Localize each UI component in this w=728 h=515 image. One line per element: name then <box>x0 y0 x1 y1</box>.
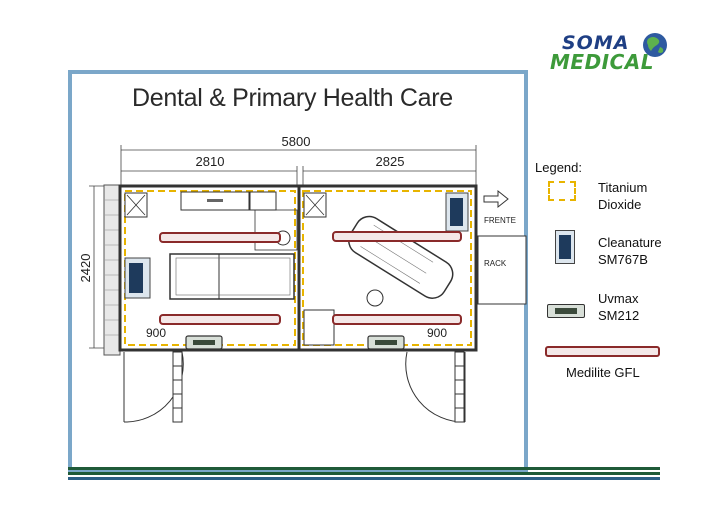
dimension-height: 2420 <box>78 254 93 283</box>
medilite-left-top <box>159 232 281 243</box>
legend-uvmax-line1: Uvmax <box>598 291 639 306</box>
globe-icon <box>643 33 667 57</box>
legend-uvmax-label: Uvmax SM212 <box>598 290 639 324</box>
door-left <box>123 351 184 423</box>
exam-couch <box>169 253 295 300</box>
dimension-total: 5800 <box>282 134 311 149</box>
legend-medilite-swatch <box>545 346 660 357</box>
legend-cleanature-line2: SM767B <box>598 252 648 267</box>
cabinet-left <box>249 191 277 211</box>
legend-titanium-line1: Titanium <box>598 180 648 195</box>
medilite-lamps <box>159 231 462 325</box>
legend-titanium-swatch <box>548 181 576 201</box>
legend-uvmax-swatch <box>547 304 585 318</box>
medilite-right-bottom <box>332 314 462 325</box>
legend-titanium-line2: Dioxide <box>598 197 642 212</box>
door-width-left: 900 <box>146 326 166 340</box>
titanium-zone-right <box>302 190 472 346</box>
cabinet-right <box>303 309 335 346</box>
legend-medilite-label: Medilite GFL <box>566 365 640 380</box>
footer-rule <box>68 467 660 480</box>
rack <box>477 235 527 305</box>
frente-label: FRENTE <box>484 216 516 225</box>
floor-plan: 5800 2810 2825 2420 <box>78 134 527 423</box>
frente-arrow <box>483 189 509 209</box>
dimension-right: 2825 <box>376 154 405 169</box>
rack-label: RACK <box>484 259 507 268</box>
medilite-right-top <box>332 231 462 242</box>
legend-uvmax-line2: SM212 <box>598 308 640 323</box>
legend-title: Legend: <box>535 160 582 175</box>
dimension-left: 2810 <box>196 154 225 169</box>
legend-cleanature-swatch <box>555 230 575 264</box>
stool-right <box>366 289 384 307</box>
legend-cleanature-label: Cleanature SM767B <box>598 234 662 268</box>
logo-line-1: SOMA <box>562 32 630 54</box>
soma-medical-logo: SOMA MEDICAL <box>548 30 672 74</box>
medilite-left-bottom <box>159 314 281 325</box>
legend-cleanature-line1: Cleanature <box>598 235 662 250</box>
door-width-right: 900 <box>427 326 447 340</box>
side-wall-panel <box>103 184 121 356</box>
page-title: Dental & Primary Health Care <box>132 84 453 112</box>
shelf-left <box>254 209 298 251</box>
legend-titanium-label: Titanium Dioxide <box>598 179 647 213</box>
logo-line-2: MEDICAL <box>550 50 655 74</box>
door-right <box>405 351 466 423</box>
